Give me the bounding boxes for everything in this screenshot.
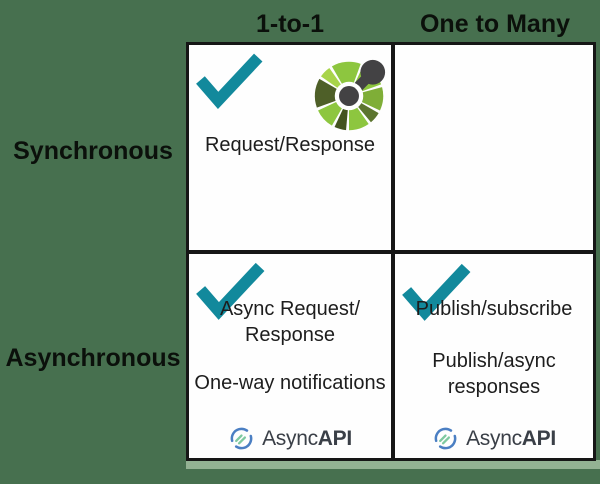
- cell-async-1tomany: Publish/subscribe Publish/async response…: [395, 254, 593, 458]
- asyncapi-logo: AsyncAPI: [395, 425, 593, 452]
- row-header-synchronous: Synchronous: [13, 137, 173, 165]
- cell-async-1to1-line3: One-way notifications: [194, 372, 386, 394]
- asyncapi-logo-text: AsyncAPI: [262, 426, 352, 450]
- column-header-1to1: 1-to-1: [255, 10, 325, 38]
- column-header-one-to-many: One to Many: [419, 10, 570, 38]
- cell-async-1to1-line1: Async Request/: [219, 298, 361, 320]
- openapi-logo-icon: [314, 59, 386, 131]
- comparison-matrix: Request/Response Async Request/ Response…: [186, 42, 596, 461]
- cell-async-1tomany-line2: Publish/async: [432, 350, 556, 372]
- asyncapi-logo-icon: [230, 427, 253, 450]
- cell-sync-1to1-label: Request/Response: [204, 134, 376, 156]
- cell-sync-1to1: Request/Response: [189, 45, 395, 254]
- cell-async-1to1-line2: Response: [244, 324, 336, 346]
- asyncapi-logo: AsyncAPI: [189, 425, 391, 452]
- asyncapi-logo-text: AsyncAPI: [466, 426, 556, 450]
- cell-async-1tomany-line1: Publish/subscribe: [415, 298, 573, 320]
- check-icon: [196, 262, 265, 320]
- asyncapi-logo-icon: [434, 427, 457, 450]
- cell-async-1to1: Async Request/ Response One-way notifica…: [189, 254, 395, 458]
- check-icon: [196, 53, 263, 109]
- table-shadow-band: [186, 460, 600, 469]
- row-header-asynchronous: Asynchronous: [5, 344, 181, 372]
- check-icon: [402, 263, 471, 321]
- cell-sync-1tomany: [395, 45, 593, 254]
- cell-async-1tomany-line3: responses: [447, 376, 541, 398]
